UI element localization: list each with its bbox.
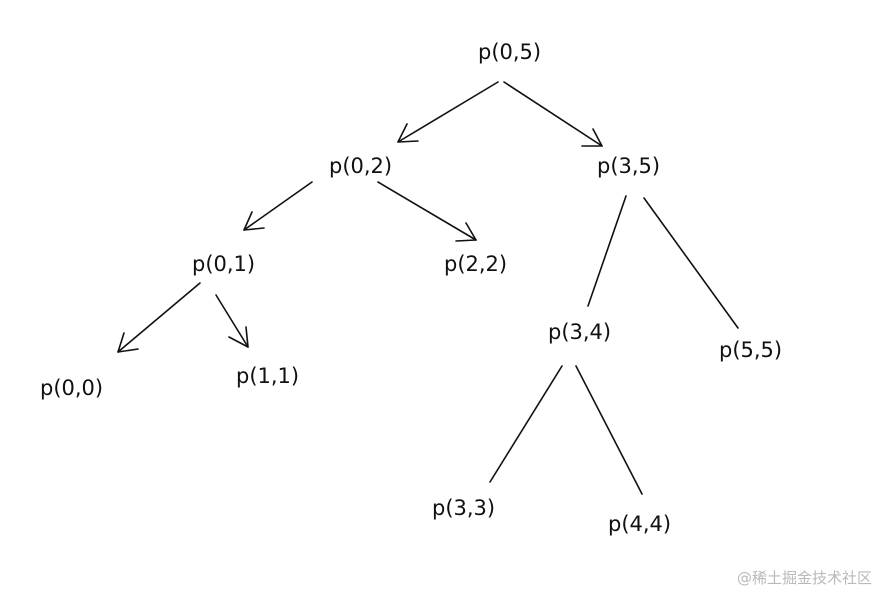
node-p05: p(0,5) — [478, 40, 542, 64]
edge-p01-p11 — [215, 294, 249, 348]
node-p55: p(5,5) — [719, 338, 783, 362]
node-p11: p(1,1) — [236, 364, 300, 388]
node-p01: p(0,1) — [192, 252, 256, 276]
edge-p35-p34 — [587, 195, 627, 307]
node-p33: p(3,3) — [432, 496, 496, 520]
node-p35: p(3,5) — [597, 154, 661, 178]
edge-p05-p02 — [397, 81, 499, 143]
node-p00: p(0,0) — [40, 376, 104, 400]
node-p02: p(0,2) — [329, 154, 393, 178]
edge-p34-p44 — [575, 365, 643, 495]
edge-p34-p33 — [489, 365, 563, 483]
node-p34: p(3,4) — [548, 320, 612, 344]
node-p22: p(2,2) — [444, 252, 508, 276]
edge-p05-p35 — [503, 81, 603, 147]
edge-p02-p22 — [377, 181, 477, 242]
edge-p02-p01 — [243, 181, 313, 231]
node-p44: p(4,4) — [608, 512, 672, 536]
edge-p35-p55 — [643, 197, 739, 329]
edge-p01-p00 — [117, 282, 201, 353]
watermark-text: @稀土掘金技术社区 — [736, 569, 872, 587]
